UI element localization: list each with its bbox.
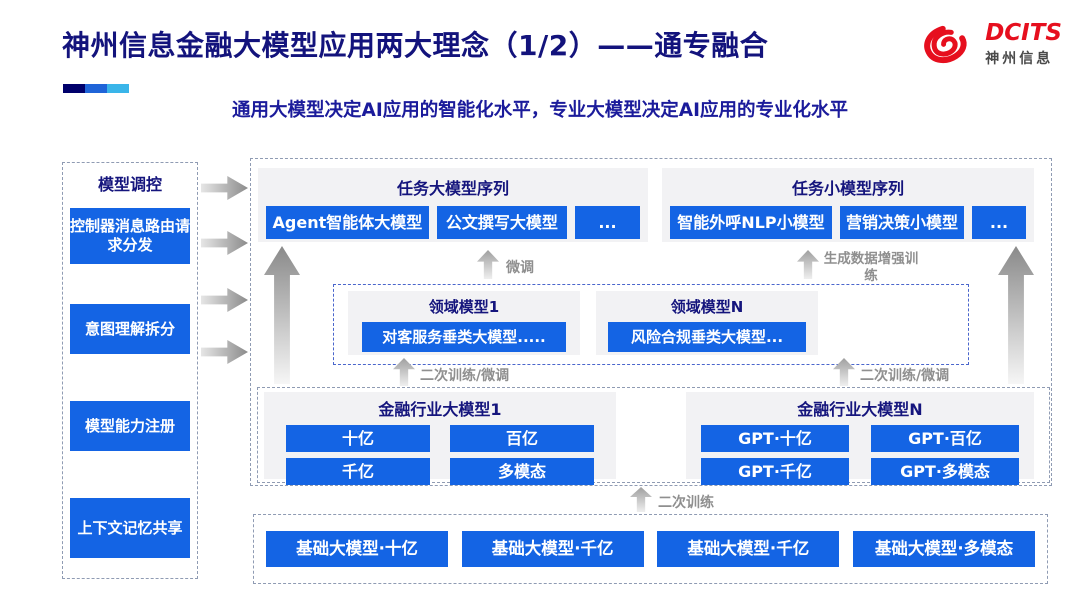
model-node-base-100b: 基础大模型·千亿: [461, 531, 644, 567]
domain-model-1-group: 领域模型1 对客服务垂类大模型.....: [348, 291, 580, 355]
right-arrow-icon: [201, 231, 248, 255]
domain-model-n-group: 领域模型N 风险合规垂类大模型...: [596, 291, 818, 355]
industry-model-1-group: 金融行业大模型1 十亿 百亿 千亿 多模态: [264, 392, 616, 485]
model-node-base-multimodal: 基础大模型·多模态: [852, 531, 1035, 567]
model-node-gpt-10b: GPT·百亿: [871, 425, 1019, 452]
base-model-band: 基础大模型·十亿 基础大模型·千亿 基础大模型·千亿 基础大模型·多模态: [253, 514, 1048, 584]
model-node-ellipsis: ...: [574, 206, 641, 239]
industry-model-n-group: 金融行业大模型N GPT·十亿 GPT·百亿 GPT·千亿 GPT·多模态: [686, 392, 1034, 485]
title-accent-bar: [63, 84, 129, 93]
flow-label-finetune: 微调: [506, 260, 534, 276]
model-node-multimodal: 多模态: [450, 458, 594, 485]
task-large-model-group: 任务大模型序列 Agent智能体大模型 公文撰写大模型 ...: [258, 168, 648, 242]
swirl-logo-icon: [924, 25, 967, 64]
sidebar-item-message-routing: 控制器消息路由请求分发: [70, 208, 190, 264]
model-node-customer-service: 对客服务垂类大模型.....: [362, 322, 566, 352]
domain-model-1-title: 领域模型1: [428, 298, 500, 316]
domain-model-n-title: 领域模型N: [670, 298, 744, 316]
model-stack-container: [250, 158, 1052, 486]
model-node-gpt-1b: GPT·十亿: [701, 425, 849, 452]
right-arrow-icon: [201, 176, 248, 200]
model-node-base-1b: 基础大模型·十亿: [266, 531, 448, 567]
flow-label-gen-data-training: 生成数据增强训练: [823, 251, 919, 284]
task-large-model-title: 任务大模型序列: [396, 179, 509, 198]
model-node-agent: Agent智能体大模型: [266, 206, 429, 239]
domain-model-band: 领域模型1 对客服务垂类大模型..... 领域模型N 风险合规垂类大模型...: [333, 284, 969, 365]
industry-model-band: 金融行业大模型1 十亿 百亿 千亿 多模态 金融行业大模型N GPT·十亿 GP…: [257, 387, 1050, 485]
slide-subtitle: 通用大模型决定AI应用的智能化水平，专业大模型决定AI应用的专业化水平: [232, 100, 848, 121]
right-arrow-icon: [201, 340, 248, 364]
model-node-gpt-100b: GPT·千亿: [701, 458, 849, 485]
flow-label-secondary-training: 二次训练: [658, 495, 714, 511]
sidebar-item-capability-register: 模型能力注册: [70, 401, 190, 451]
model-node-marketing-decision: 营销决策小模型: [839, 206, 965, 239]
logo-brand-name: DCITS: [985, 20, 1062, 46]
industry-model-1-title: 金融行业大模型1: [378, 400, 502, 419]
task-small-model-group: 任务小模型序列 智能外呼NLP小模型 营销决策小模型 ...: [662, 168, 1034, 242]
up-arrow-icon: [630, 487, 652, 512]
model-node-10b: 百亿: [450, 425, 594, 452]
model-node-document-writing: 公文撰写大模型: [436, 206, 567, 239]
model-node-ellipsis: ...: [972, 206, 1026, 239]
model-node-base-100b-2: 基础大模型·千亿: [657, 531, 840, 567]
model-control-panel: 模型调控 控制器消息路由请求分发 意图理解拆分 模型能力注册 上下文记忆共享: [62, 162, 198, 579]
sidebar-item-intent-split: 意图理解拆分: [70, 304, 190, 354]
sidebar-item-context-memory: 上下文记忆共享: [70, 498, 190, 558]
model-node-risk-compliance: 风险合规垂类大模型...: [608, 322, 806, 352]
logo-brand-name-cn: 神州信息: [985, 51, 1054, 67]
company-logo: DCITS 神州信息: [919, 22, 1062, 68]
flow-label-secondary-training-finetune-left: 二次训练/微调: [420, 368, 510, 384]
accent-bar-segment: [63, 84, 85, 93]
flow-label-secondary-training-finetune-right: 二次训练/微调: [860, 368, 950, 384]
industry-model-n-title: 金融行业大模型N: [797, 400, 923, 419]
accent-bar-segment: [107, 84, 129, 93]
right-arrow-icon: [201, 288, 248, 312]
accent-bar-segment: [85, 84, 107, 93]
model-node-100b: 千亿: [286, 458, 430, 485]
model-node-1b: 十亿: [286, 425, 430, 452]
model-node-gpt-multimodal: GPT·多模态: [871, 458, 1019, 485]
task-small-model-title: 任务小模型序列: [791, 179, 904, 198]
page-title: 神州信息金融大模型应用两大理念（1/2）——通专融合: [62, 29, 769, 62]
model-control-title: 模型调控: [97, 175, 162, 194]
model-node-outbound-nlp: 智能外呼NLP小模型: [670, 206, 832, 239]
